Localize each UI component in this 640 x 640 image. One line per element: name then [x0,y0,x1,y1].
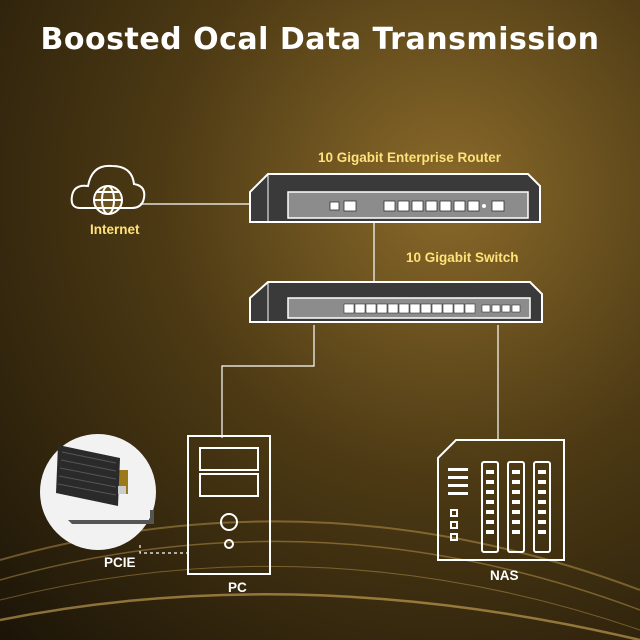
switch-label: 10 Gigabit Switch [406,250,519,265]
router-label: 10 Gigabit Enterprise Router [318,150,502,165]
internet-label: Internet [90,222,140,237]
pc-tower-icon [187,435,271,575]
pcie-card-icon [40,434,156,550]
line-switch-pc [221,325,315,438]
connection-lines [139,203,499,554]
nas-icon [437,439,565,561]
cloud-globe-icon [70,164,146,215]
page-title: Boosted Ocal Data Transmission [40,22,600,57]
pcie-label: PCIE [104,555,136,570]
nas-label: NAS [490,568,519,583]
switch-icon [249,281,543,323]
router-icon [249,173,541,223]
pc-label: PC [228,580,247,595]
line-pcie-pc [139,545,188,554]
